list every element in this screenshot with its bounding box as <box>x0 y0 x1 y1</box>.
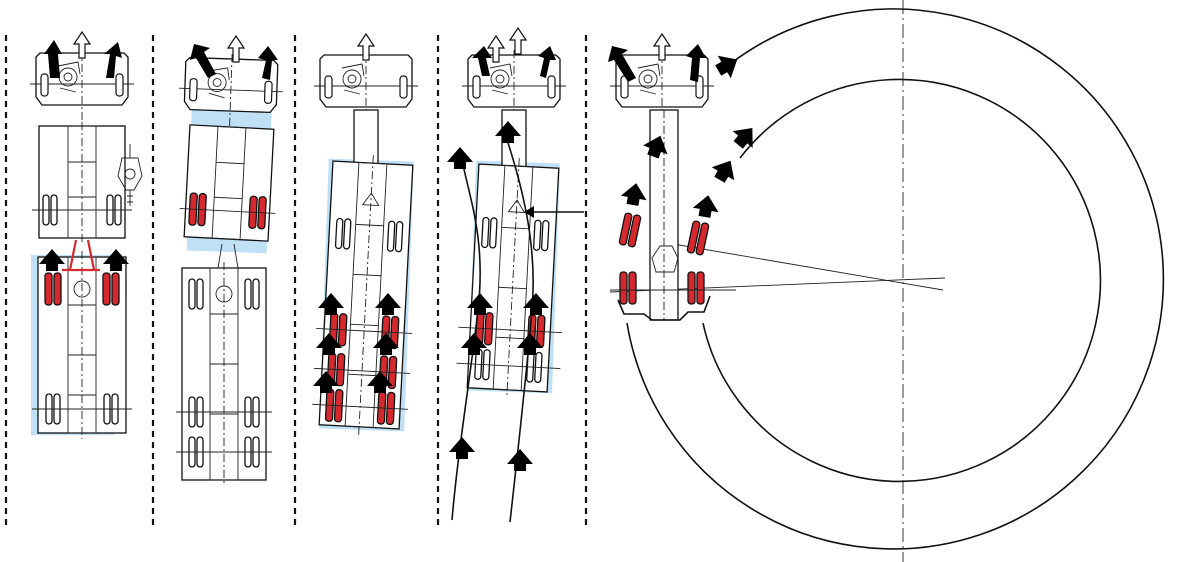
steer-arrow <box>44 40 62 78</box>
steer-arrow <box>258 46 278 80</box>
panel-stage-1 <box>29 31 143 439</box>
direction-arrow <box>227 35 245 63</box>
steer-arrow <box>472 46 492 76</box>
rear-unit <box>312 155 414 435</box>
inner-turning-arc <box>702 78 1102 483</box>
front-trailer <box>32 122 132 244</box>
steer-arrow <box>449 437 475 459</box>
steer-arrow <box>691 192 722 220</box>
panel-separators <box>4 35 588 526</box>
steer-arrow <box>538 46 556 78</box>
steer-arrow <box>608 46 636 82</box>
steer-arrow <box>190 44 216 78</box>
panel-stage-4 <box>447 27 584 523</box>
rear-unit <box>32 251 132 439</box>
steer-arrow <box>711 48 744 82</box>
rear-unit <box>456 158 563 398</box>
rear-unit <box>176 262 272 486</box>
panel-stage-2 <box>176 35 285 486</box>
steer-arrow <box>447 147 473 169</box>
rear-frame <box>617 295 711 321</box>
panel-stage-3 <box>312 33 419 435</box>
steer-arrow <box>507 449 533 471</box>
steer-arrow <box>728 119 763 154</box>
outer-turning-arc <box>626 8 1165 550</box>
panel-stage-5 <box>608 33 763 321</box>
drawbar-hitch <box>62 239 100 272</box>
steer-arrow <box>104 42 122 78</box>
steer-arrow <box>686 44 706 82</box>
direction-arrow <box>509 27 527 55</box>
steer-arrow <box>619 180 650 208</box>
middle-trailer <box>179 124 276 242</box>
steer-arrow <box>708 154 742 187</box>
hitch-detail-icon <box>117 144 143 206</box>
